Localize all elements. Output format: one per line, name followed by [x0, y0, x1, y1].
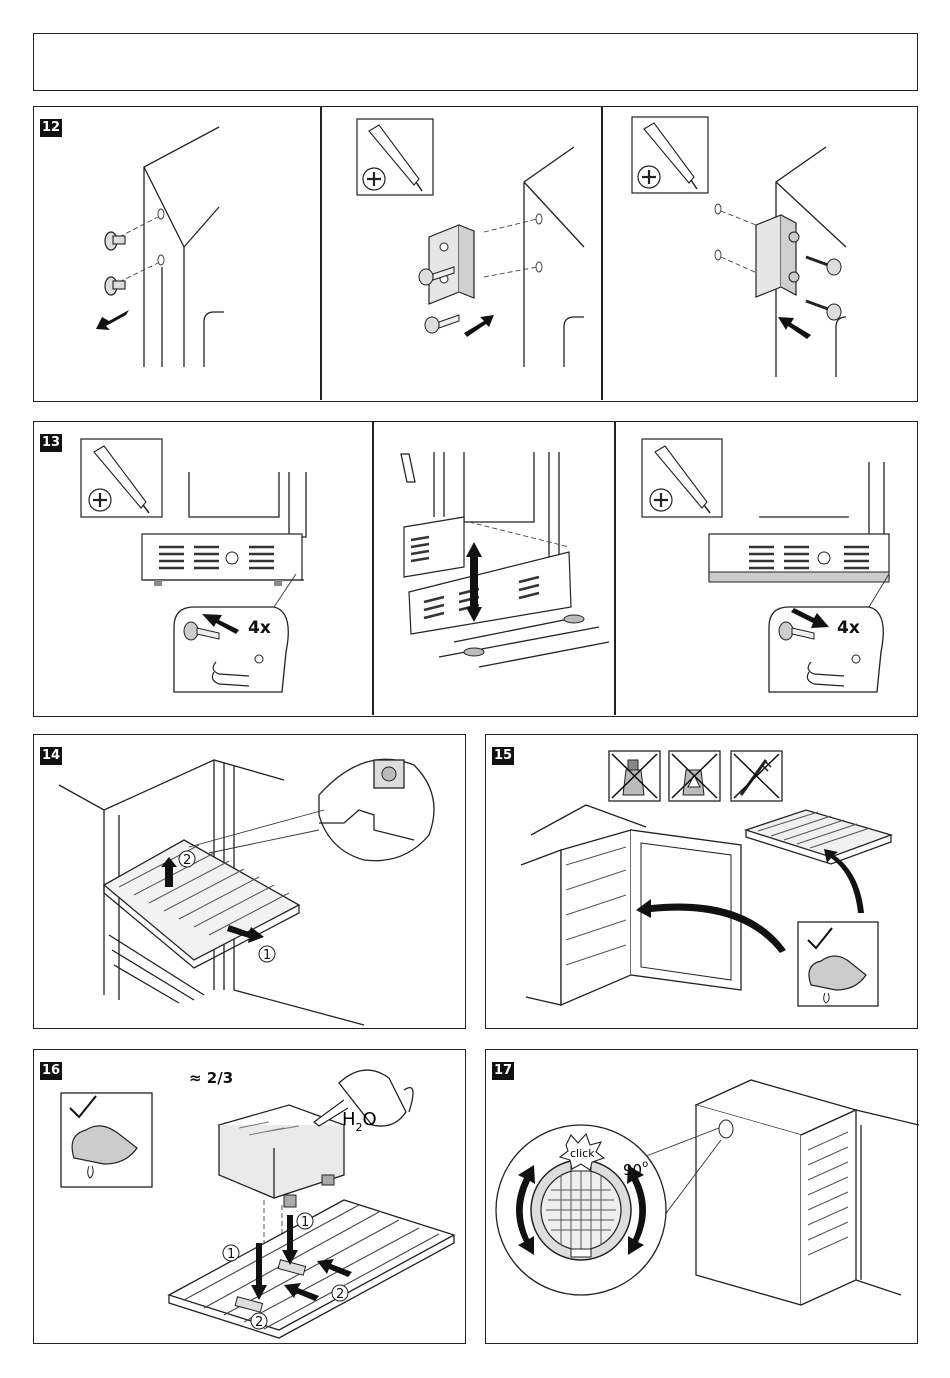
step-13-fix-plinth-screws-illustration: 4x — [619, 422, 919, 712]
header-box — [33, 33, 918, 91]
pull-out-arrow-icon — [96, 310, 129, 330]
screw-count-label: 4x — [837, 618, 860, 638]
wipe-cloth-icon — [798, 922, 878, 1006]
step-13-panel: 13 4x — [33, 421, 918, 717]
step-13-lift-plinth-illustration — [379, 422, 619, 712]
screw-icon — [806, 257, 841, 275]
phillips-screwdriver-icon — [632, 117, 708, 193]
step-16-panel: 16 ≈ 2/3 H2O — [33, 1049, 466, 1344]
order-marker-2: 2 — [336, 1287, 344, 1302]
detail-magnifier — [319, 759, 434, 860]
wipe-cloth-icon — [61, 1093, 152, 1187]
wine-cabinet — [696, 1080, 919, 1305]
phillips-screwdriver-icon — [81, 439, 162, 517]
order-marker-1: 1 — [301, 1215, 309, 1230]
screw-icon — [806, 301, 841, 320]
no-caustic-cleaner-icon — [669, 751, 720, 801]
phillips-screwdriver-icon — [642, 439, 722, 517]
detail-magnifier — [769, 607, 883, 692]
order-marker-1: 1 — [263, 948, 271, 963]
screw-count-label: 4x — [248, 618, 271, 638]
panel-divider — [372, 422, 374, 715]
ventilation-plinth — [709, 534, 889, 582]
cap-plug-icon — [105, 232, 125, 250]
no-spray-cleaner-icon — [609, 751, 660, 801]
step-12-attach-bracket-illustration — [324, 107, 604, 397]
order-marker-1: 1 — [227, 1247, 235, 1262]
step-16-humidity-box-illustration: ≈ 2/3 H2O 1 1 2 — [34, 1050, 464, 1340]
no-scrub-brush-icon — [731, 751, 782, 801]
fill-level-label: ≈ 2/3 — [189, 1069, 233, 1087]
order-marker-2: 2 — [255, 1315, 263, 1330]
cap-plug-icon — [105, 277, 125, 295]
step-14-remove-shelf-illustration: 2 1 — [34, 735, 464, 1025]
step-12-panel: 12 — [33, 106, 918, 402]
wine-shelf — [746, 810, 891, 864]
step-14-panel: 14 2 1 — [33, 734, 466, 1029]
screw-icon — [425, 315, 459, 333]
mounting-bracket — [429, 225, 474, 304]
ventilation-plinth — [404, 517, 571, 634]
step-13-remove-plinth-screws-illustration: 4x — [34, 422, 364, 712]
ventilation-plinth — [142, 534, 302, 580]
panel-divider — [320, 107, 322, 400]
step-15-cleaning-illustration — [486, 735, 916, 1025]
push-in-arrow-icon — [464, 315, 494, 337]
step-17-filter-rotation-illustration: click 90o — [486, 1050, 916, 1340]
detail-magnifier — [174, 607, 288, 692]
step-15-panel: 15 — [485, 734, 918, 1029]
click-label: click — [570, 1147, 595, 1160]
push-in-arrow-icon — [778, 317, 811, 339]
step-12-remove-caps-illustration — [34, 107, 314, 397]
step-12-fixed-bracket-illustration — [606, 107, 916, 397]
phillips-screwdriver-icon — [357, 119, 433, 195]
water-formula-label: H2O — [342, 1109, 377, 1134]
step-17-panel: 17 click 90o — [485, 1049, 918, 1344]
order-marker-2: 2 — [183, 853, 191, 868]
mounting-bracket — [756, 215, 799, 297]
